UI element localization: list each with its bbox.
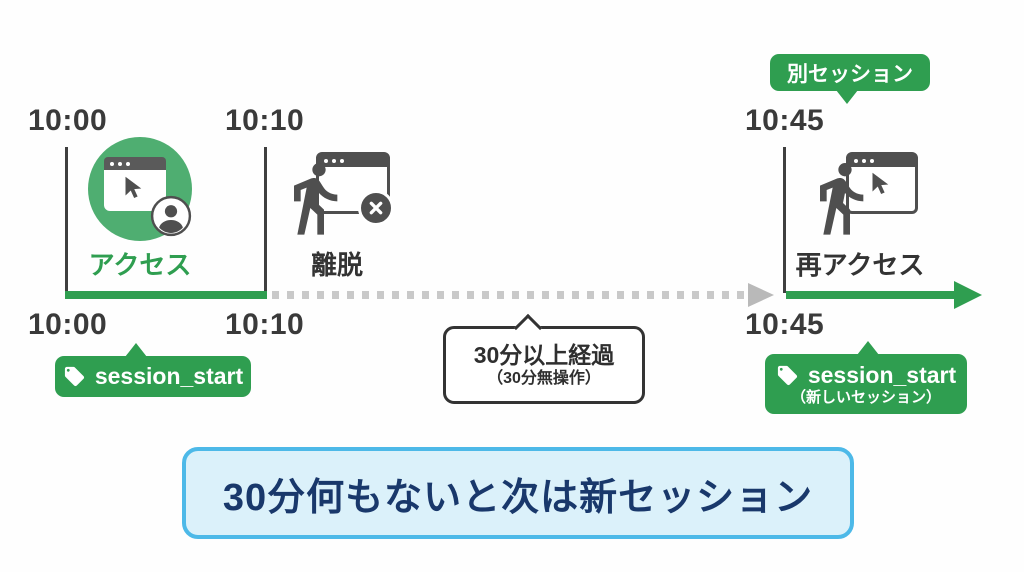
reaccess-label: 再アクセス <box>795 250 925 280</box>
tick-1000 <box>65 147 68 293</box>
walking-person-icon <box>294 163 338 235</box>
badge-tail-down <box>836 90 858 104</box>
leave-label: 離脱 <box>310 250 363 280</box>
access-icon <box>88 137 192 241</box>
time-top-1045: 10:45 <box>745 104 825 137</box>
idle-bubble-line1: 30分以上経過 <box>473 341 615 368</box>
bubble-tail <box>513 313 543 343</box>
badge-tail-up <box>125 343 147 357</box>
different-session-badge: 別セッション <box>770 54 930 104</box>
access-label: アクセス <box>88 250 192 280</box>
cursor-icon <box>872 172 889 194</box>
tag-icon <box>64 366 84 387</box>
time-top-1010: 10:10 <box>225 104 305 137</box>
session-start-label-right: session_start <box>807 362 957 389</box>
time-top-1000: 10:00 <box>28 104 108 137</box>
timeline-session2-segment <box>786 291 954 299</box>
timeline-session1-segment <box>65 291 267 299</box>
session-start-badge-left: session_start <box>55 343 251 397</box>
walking-person-icon <box>820 163 864 235</box>
badge-tail-up <box>857 341 879 355</box>
timeline-idle-dotted-segment <box>272 291 748 299</box>
idle-bubble-line2: （30分無操作） <box>487 370 601 388</box>
browser-header <box>104 157 166 170</box>
browser-window-icon <box>104 157 166 211</box>
idle-bubble: 30分以上経過 （30分無操作） <box>443 313 645 404</box>
browser-window-icon <box>846 152 918 214</box>
summary-callout: 30分何もないと次は新セッション <box>182 447 854 539</box>
idle-arrowhead-icon <box>748 283 774 307</box>
time-bottom-1000: 10:00 <box>28 308 108 341</box>
session-start-badge-right: session_start （新しいセッション） <box>765 341 967 414</box>
reaccess-icon <box>800 146 925 241</box>
time-bottom-1045: 10:45 <box>745 308 825 341</box>
user-avatar-icon <box>150 195 192 237</box>
new-session-note: （新しいセッション） <box>790 388 941 406</box>
close-x-icon <box>358 190 394 226</box>
browser-header <box>318 154 388 167</box>
session2-arrowhead-icon <box>954 281 982 309</box>
tag-icon <box>777 365 797 385</box>
browser-header <box>848 154 916 167</box>
tick-1045 <box>783 147 786 293</box>
time-bottom-1010: 10:10 <box>225 308 305 341</box>
cursor-icon <box>125 176 142 198</box>
session-start-label-left: session_start <box>94 363 244 389</box>
leave-icon <box>278 148 403 243</box>
summary-text: 30分何もないと次は新セッション <box>222 476 814 519</box>
tick-1010 <box>264 147 267 293</box>
different-session-label: 別セッション <box>787 62 913 86</box>
